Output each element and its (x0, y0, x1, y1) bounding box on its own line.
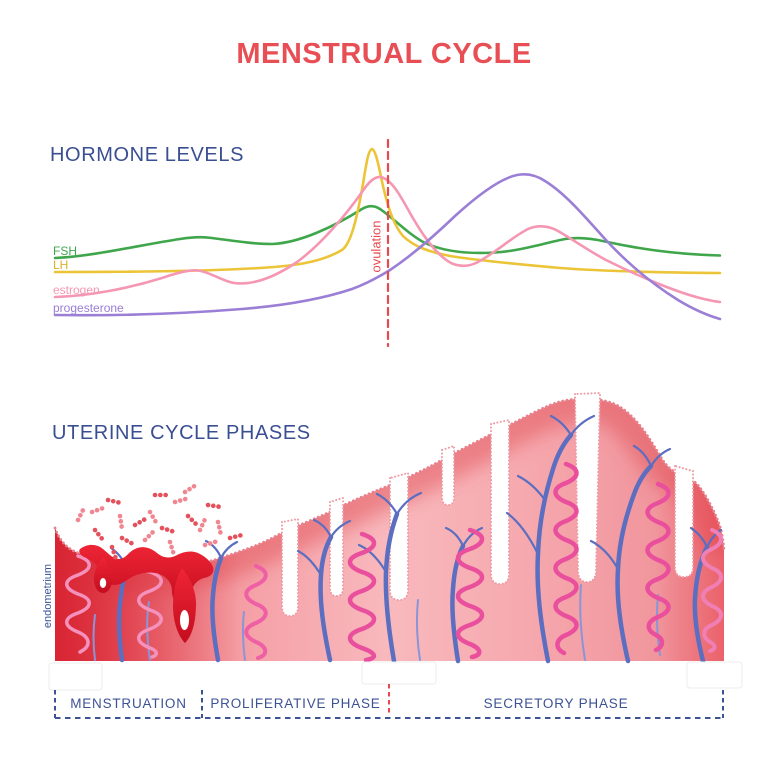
gland-openings (281, 391, 694, 618)
legend-lh: LH (53, 258, 69, 272)
progesterone-curve (53, 172, 722, 321)
endometrium-axis-label: endometrium (42, 563, 54, 629)
blood-drip-small (93, 557, 113, 593)
phase-axis (54, 684, 724, 719)
hormone-curves (53, 138, 722, 348)
phase-label-menstruation: MENSTRUATION (70, 696, 187, 711)
hormone-levels-heading: HORMONE LEVELS (50, 144, 245, 166)
page-title: MENSTRUAL CYCLE (236, 38, 532, 70)
drip-hole-large (180, 610, 189, 630)
legend-estrogen: estrogen (53, 283, 100, 297)
drip-hole-small (99, 578, 107, 588)
fsh-curve (53, 204, 722, 260)
tissue-debris (75, 482, 245, 562)
legend-fsh: FSH (53, 244, 77, 258)
phase-label-secretory: SECRETORY PHASE (483, 696, 629, 711)
ovulation-label: ovulation (368, 220, 384, 273)
whiteout-boxes (48, 661, 743, 691)
uterine-phases-heading: UTERINE CYCLE PHASES (52, 422, 311, 444)
menstrual-blood (75, 482, 245, 643)
whiteout-box-right (686, 661, 743, 689)
legend-progesterone: progesterone (53, 301, 124, 315)
phase-label-proliferative: PROLIFERATIVE PHASE (210, 696, 381, 711)
whiteout-box-middle (361, 661, 437, 685)
uterine-glands (65, 461, 723, 663)
estrogen-curve (53, 175, 722, 304)
lh-curve (53, 147, 722, 275)
blood-drip-large (173, 568, 196, 643)
whiteout-box-left (48, 662, 103, 691)
